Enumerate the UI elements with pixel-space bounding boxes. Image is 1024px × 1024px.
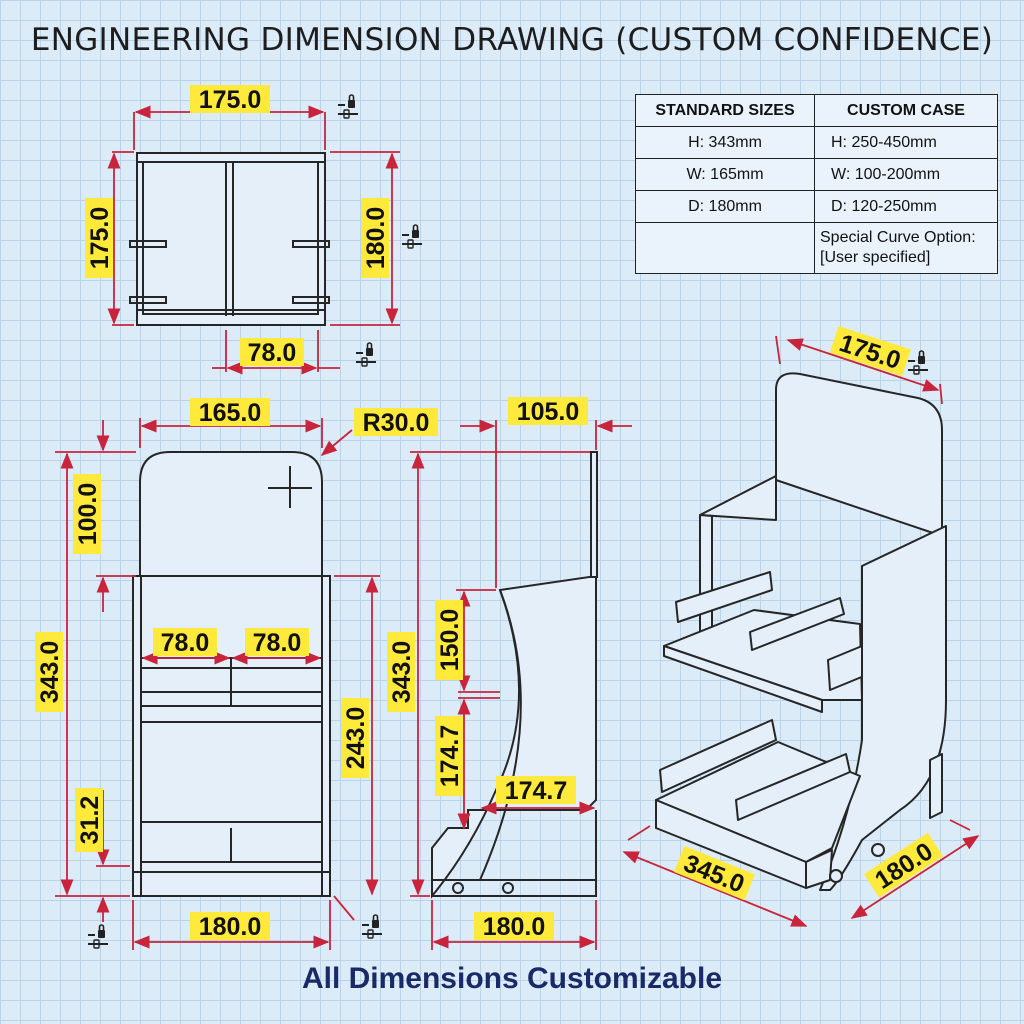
lock-icon <box>907 350 929 375</box>
dim-label-front-shelf-right: 78.0 <box>245 628 309 657</box>
table-cell: H: 250-450mm <box>814 126 998 159</box>
svg-text:31.2: 31.2 <box>76 796 104 845</box>
dimension-labels: 175.0 175.0 180.0 78.0 165.0 R30.0 100.0 <box>35 85 943 941</box>
dim-label-front-shelf-left: 78.0 <box>153 628 217 657</box>
front-view <box>132 451 331 897</box>
table-cell-special-curve: Special Curve Option: [User specified] <box>814 222 998 274</box>
svg-text:78.0: 78.0 <box>248 339 297 367</box>
svg-text:180.0: 180.0 <box>362 207 390 270</box>
lock-icon <box>361 914 383 939</box>
table-row: W: 165mm W: 100-200mm <box>635 158 998 191</box>
top-view <box>129 152 330 326</box>
lock-icon <box>355 342 377 367</box>
lock-icon <box>337 94 359 119</box>
dim-label-front-top: 100.0 <box>73 474 102 554</box>
table-row: D: 180mm D: 120-250mm <box>635 190 998 223</box>
table-cell: H: 343mm <box>635 126 815 159</box>
dim-label-front-lower: 243.0 <box>341 698 370 778</box>
lock-icon <box>87 924 109 949</box>
svg-text:78.0: 78.0 <box>253 629 302 657</box>
dim-label-side-curve: 174.7 <box>496 776 576 805</box>
svg-text:175.0: 175.0 <box>86 207 114 270</box>
dim-label-side-upper: 150.0 <box>435 600 464 680</box>
table-header-row: STANDARD SIZES CUSTOM CASE <box>635 94 998 127</box>
svg-text:180.0: 180.0 <box>199 913 262 941</box>
svg-text:150.0: 150.0 <box>436 609 464 672</box>
footer-note: All Dimensions Customizable <box>301 962 723 995</box>
svg-text:180.0: 180.0 <box>483 913 546 941</box>
dim-label-front-bottom: 180.0 <box>190 912 270 941</box>
dim-label-front-base: 31.2 <box>75 788 104 852</box>
special-curve-note: Special Curve Option: [User specified] <box>820 229 976 266</box>
dim-label-front-width: 165.0 <box>190 398 270 427</box>
dimension-lines <box>55 105 980 950</box>
isometric-view <box>655 372 947 891</box>
table-cell: D: 120-250mm <box>814 190 998 223</box>
dim-label-front-radius: R30.0 <box>354 408 438 437</box>
svg-text:105.0: 105.0 <box>517 398 580 426</box>
svg-text:100.0: 100.0 <box>74 483 102 546</box>
table-cell: D: 180mm <box>635 190 815 223</box>
table-header-standard: STANDARD SIZES <box>635 94 815 127</box>
svg-text:243.0: 243.0 <box>342 707 370 770</box>
svg-text:R30.0: R30.0 <box>363 409 430 437</box>
dim-label-top-inner: 78.0 <box>240 338 304 367</box>
svg-text:343.0: 343.0 <box>36 641 64 704</box>
dim-label-front-height: 343.0 <box>35 632 64 712</box>
side-view <box>431 451 598 899</box>
svg-text:174.7: 174.7 <box>436 725 464 788</box>
dim-label-top-depth-left: 175.0 <box>85 198 114 278</box>
spec-table: STANDARD SIZES CUSTOM CASE H: 343mm H: 2… <box>635 94 998 274</box>
dim-label-top-depth-right: 180.0 <box>361 198 390 278</box>
svg-text:175.0: 175.0 <box>199 86 262 114</box>
svg-text:78.0: 78.0 <box>161 629 210 657</box>
dim-label-iso-top: 175.0 <box>829 325 911 377</box>
svg-text:165.0: 165.0 <box>199 399 262 427</box>
svg-text:174.7: 174.7 <box>505 777 568 805</box>
dim-label-top-width: 175.0 <box>190 85 270 114</box>
svg-text:343.0: 343.0 <box>388 641 416 704</box>
table-row: Special Curve Option: [User specified] <box>635 222 998 274</box>
page-title: ENGINEERING DIMENSION DRAWING (CUSTOM CO… <box>30 22 994 58</box>
dim-label-side-lower: 174.7 <box>435 716 464 796</box>
table-cell <box>635 222 815 274</box>
lock-icon <box>401 224 423 249</box>
table-cell: W: 100-200mm <box>814 158 998 191</box>
table-row: H: 343mm H: 250-450mm <box>635 126 998 159</box>
dim-label-side-top: 105.0 <box>508 397 588 426</box>
dim-label-side-bottom: 180.0 <box>474 912 554 941</box>
dim-label-side-height: 343.0 <box>387 632 416 712</box>
